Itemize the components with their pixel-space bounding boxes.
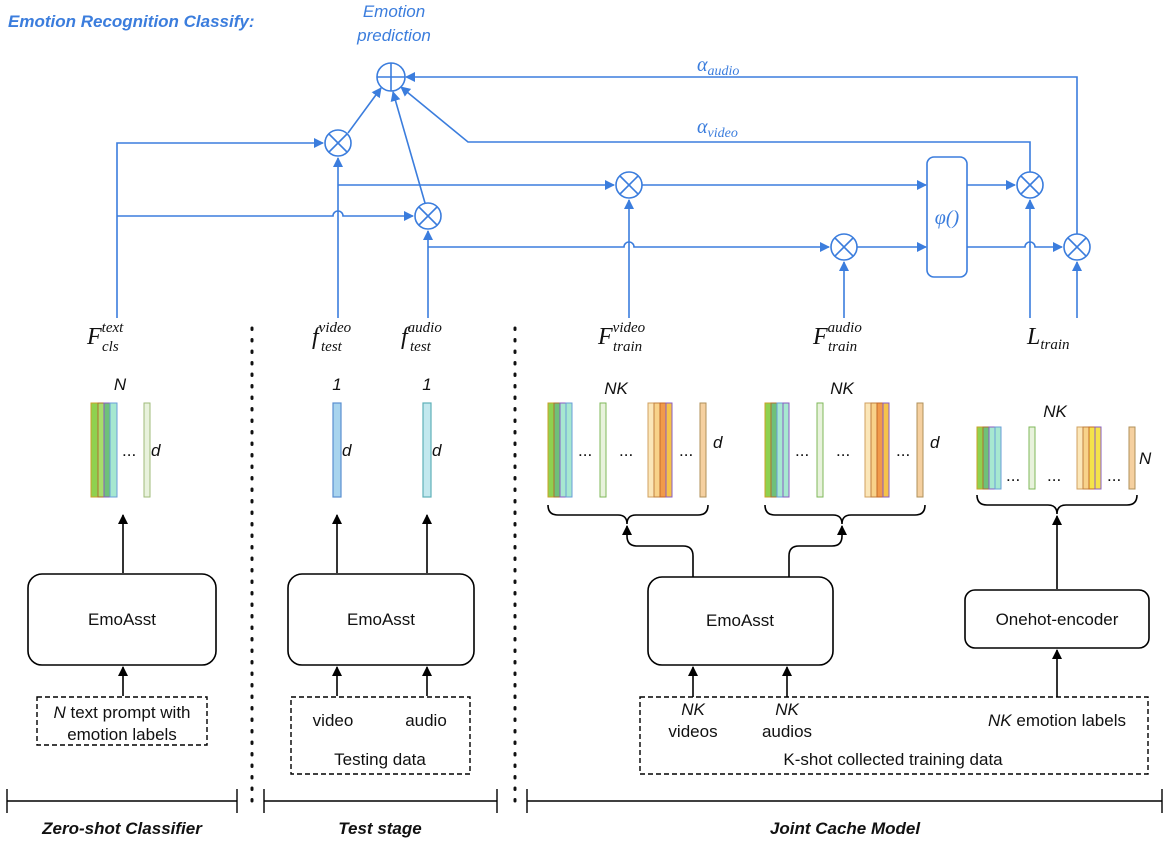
section-label-joint-cache: Joint Cache Model [770,819,921,838]
ellipsis: ... [795,441,809,460]
testing-data-label: Testing data [334,750,426,769]
brace [764,504,926,525]
input-video: video [313,711,354,730]
dim-label-nk: NK [1043,402,1067,421]
multiply-node [414,202,442,230]
input-audio: audio [405,711,447,730]
wire-to-sum [390,91,426,204]
dim-label-nk: NK [604,379,628,398]
input-audios: audios [762,722,812,741]
text-prompt-line1: N text prompt with [54,703,191,722]
sum-node [376,62,406,92]
wire-alpha-audio [405,72,1078,234]
alpha-video-label: αvideo [697,116,738,141]
input-box-text-prompt [36,696,208,746]
ellipsis: ... [896,441,910,460]
section-label-test-stage: Test stage [338,819,421,838]
dim-label-d: d [342,441,352,460]
feature-bars-text [90,402,151,498]
ellipsis: ... [836,441,850,460]
input-box-testing-data [290,696,471,775]
prediction-label-1: Emotion [363,2,425,21]
wire-alpha-video [400,86,1031,172]
section-span [6,789,238,813]
dim-label-nk: NK [830,379,854,398]
ellipsis: ... [1006,466,1020,485]
multiply-node [615,171,643,199]
encoder-label-onehot: Onehot-encoder [996,610,1119,629]
dim-label-d: d [151,441,161,460]
multiply-node [1016,171,1044,199]
ellipsis: ... [1047,466,1061,485]
alpha-audio-label: αaudio [697,54,739,79]
ellipsis: ... [122,441,136,460]
feature-label-ltrain: Ltrain [1026,324,1070,353]
encoder-box-emoasst [647,576,834,666]
feature-bar-video-test [332,402,342,498]
training-data-label: K-shot collected training data [783,750,1003,769]
section-label-zero-shot: Zero-shot Classifier [41,819,203,838]
encoder-box-emoasst [27,573,217,666]
encoder-label: EmoAsst [88,610,156,629]
brace [547,504,709,525]
ellipsis: ... [1107,466,1121,485]
phi-label: φ() [935,207,960,229]
dim-label-one: 1 [422,375,431,394]
encoder-label: EmoAsst [706,611,774,630]
wire-to-sum [347,87,382,134]
feature-bars-audio-train [764,402,924,498]
dim-label-d: d [713,433,723,452]
multiply-node [1063,233,1091,261]
ellipsis: ... [619,441,633,460]
prediction-label-2: prediction [356,26,431,45]
input-videos: videos [668,722,717,741]
dim-label-one: 1 [332,375,341,394]
encoder-box-onehot [964,589,1150,649]
feature-bars-video-train [547,402,707,498]
input-nk: NK [681,700,705,719]
section-span [526,789,1163,813]
dim-label-n: N [114,375,127,394]
dim-label-d: d [930,433,940,452]
multiply-node [324,129,352,157]
input-box-training-data [639,696,1149,775]
phi-block [926,156,968,278]
feature-bar-audio-test [422,402,432,498]
input-emotion-labels: NK emotion labels [988,711,1126,730]
ellipsis: ... [578,441,592,460]
wire-phi-out [967,241,1063,252]
arrow-split [788,525,847,577]
wire-text [116,138,324,318]
dim-label-d: d [432,441,442,460]
text-prompt-line2: emotion labels [67,725,177,744]
dim-label-n: N [1139,449,1152,468]
feature-bars-labels-train [976,426,1136,490]
brace [976,494,1138,515]
wire-text-branch [117,210,414,221]
input-nk: NK [775,700,799,719]
encoder-label: EmoAsst [347,610,415,629]
section-title: Emotion Recognition Classify: [8,12,255,31]
encoder-box-emoasst [287,573,475,666]
arrow-split [622,525,694,577]
multiply-node [830,233,858,261]
ellipsis: ... [679,441,693,460]
section-span [263,789,498,813]
